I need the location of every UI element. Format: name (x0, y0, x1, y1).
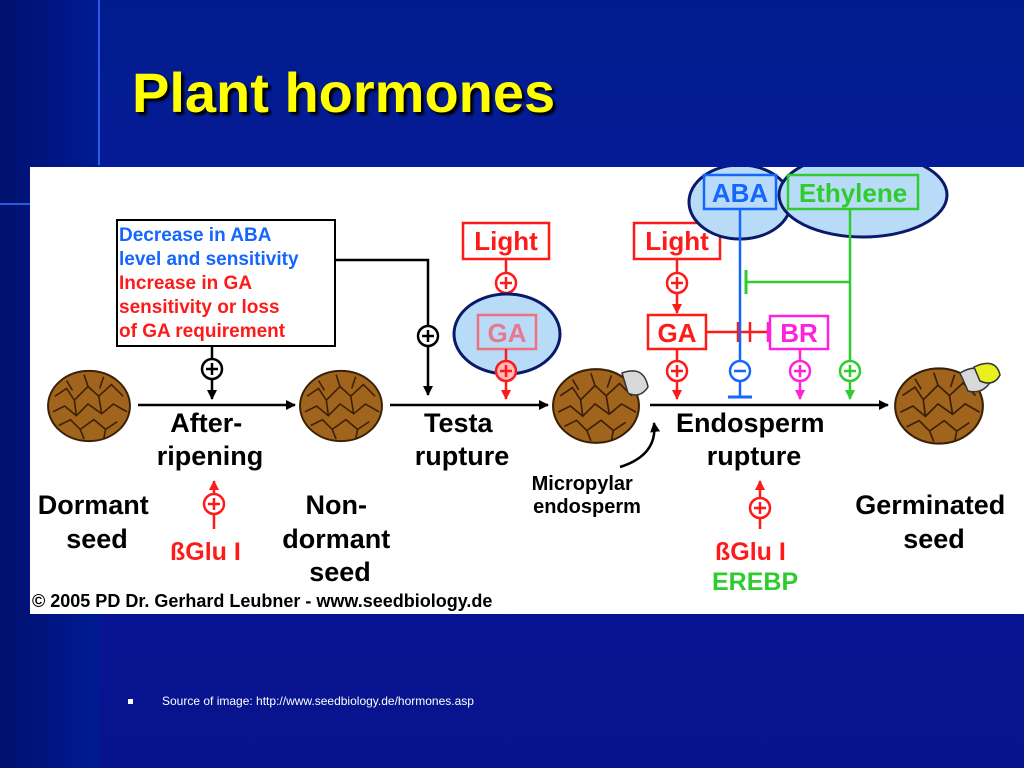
svg-text:Increase in GA sensitivity: Increase in GA sensitivity or loss of GA… (119, 273, 286, 342)
ga-label: GA (488, 318, 527, 348)
ga-box-line: sensitivity or loss (119, 297, 280, 318)
br-box (768, 314, 830, 351)
micropylar-pointer (619, 422, 661, 469)
ethylene-highlight-circle (777, 167, 949, 239)
svg-text:Dormant seed: Dormant seed (38, 490, 157, 554)
br-label: BR (780, 318, 818, 348)
testa-rupture-label: Testa (424, 408, 494, 438)
svg-text:Germinated seed: Germinated seed (855, 490, 1013, 554)
testa-rupture-label: rupture (415, 441, 510, 471)
box-to-testa-line (335, 258, 433, 396)
plus-circle-icon (494, 359, 518, 383)
minus-circle-icon (728, 359, 752, 383)
decorative-vertical-line (98, 0, 100, 165)
svg-text:Decrease in ABA level and: Decrease in ABA level and sensitivity (119, 225, 299, 270)
light-box (461, 221, 551, 261)
light-label: Light (474, 226, 538, 256)
plus-circle-icon (202, 492, 226, 516)
dormant-seed-label: Dormant (38, 490, 149, 520)
hormone-effect-box (116, 219, 336, 347)
plus-circle-icon (665, 271, 689, 295)
ethylene-box (786, 173, 920, 211)
plus-circle-icon (748, 496, 772, 520)
source-note: Source of image: http://www.seedbiology.… (162, 694, 474, 708)
svg-text:Endosperm rupture: Endosperm rupture (676, 408, 832, 471)
aba-box-line: Decrease in ABA (119, 225, 272, 246)
germinated-seed-label: Germinated (855, 490, 1005, 520)
micropylar-label: endosperm (533, 496, 641, 518)
plus-circle-icon (200, 357, 224, 381)
bullet-icon (128, 698, 133, 704)
ga-box-line: Increase in GA (119, 273, 252, 294)
ethylene-label: Ethylene (799, 178, 907, 208)
decorative-horizontal-line (0, 203, 32, 205)
copyright-text: © 2005 PD Dr. Gerhard Leubner - www.seed… (32, 591, 492, 611)
plus-circle-icon (494, 271, 518, 295)
germinated-seed-label: seed (903, 524, 965, 554)
ruptured-seed-icon (552, 368, 649, 444)
non-dormant-seed-label: dormant (282, 524, 390, 554)
erebp-label: EREBP (712, 568, 798, 596)
ga-box (646, 313, 708, 351)
dormant-seed-label: seed (66, 524, 128, 554)
after-ripening-label: ripening (157, 441, 264, 471)
hormone-diagram: Decrease in ABA level and sensitivity In… (30, 167, 1024, 614)
bglu-label: ßGlu I (715, 538, 786, 566)
endosperm-rupture-label: rupture (707, 441, 802, 471)
svg-text:After- ripening: After- ripening (157, 408, 264, 471)
slide-title: Plant hormones (132, 61, 556, 124)
dormant-seed-icon (47, 369, 131, 443)
non-dormant-seed-label: Non- (306, 490, 367, 520)
bglu-label: ßGlu I (170, 538, 241, 566)
source-bullet: Source of image: http://www.seedbiology.… (128, 694, 474, 708)
plus-circle-icon (416, 324, 440, 348)
ga-label: GA (658, 318, 697, 348)
svg-text:Micropylar endosperm: Micropylar endosperm (532, 473, 641, 518)
non-dormant-seed-icon (299, 369, 383, 443)
endosperm-rupture-label: Endosperm (676, 408, 825, 438)
svg-text:Testa rupture: Testa rupture (415, 408, 510, 471)
germinated-seed-icon (894, 362, 1001, 445)
svg-text:Non- dormant seed: Non- dormant seed (282, 490, 398, 587)
after-ripening-label: After- (170, 408, 242, 438)
ga-box-line: of GA requirement (119, 321, 286, 342)
aba-box-line: level and sensitivity (119, 249, 299, 270)
plus-circle-icon (788, 359, 812, 383)
aba-label: ABA (712, 178, 769, 208)
light-label: Light (645, 226, 709, 256)
non-dormant-seed-label: seed (309, 557, 371, 587)
plus-circle-icon (665, 359, 689, 383)
plus-circle-icon (838, 359, 862, 383)
micropylar-label: Micropylar (532, 473, 633, 495)
